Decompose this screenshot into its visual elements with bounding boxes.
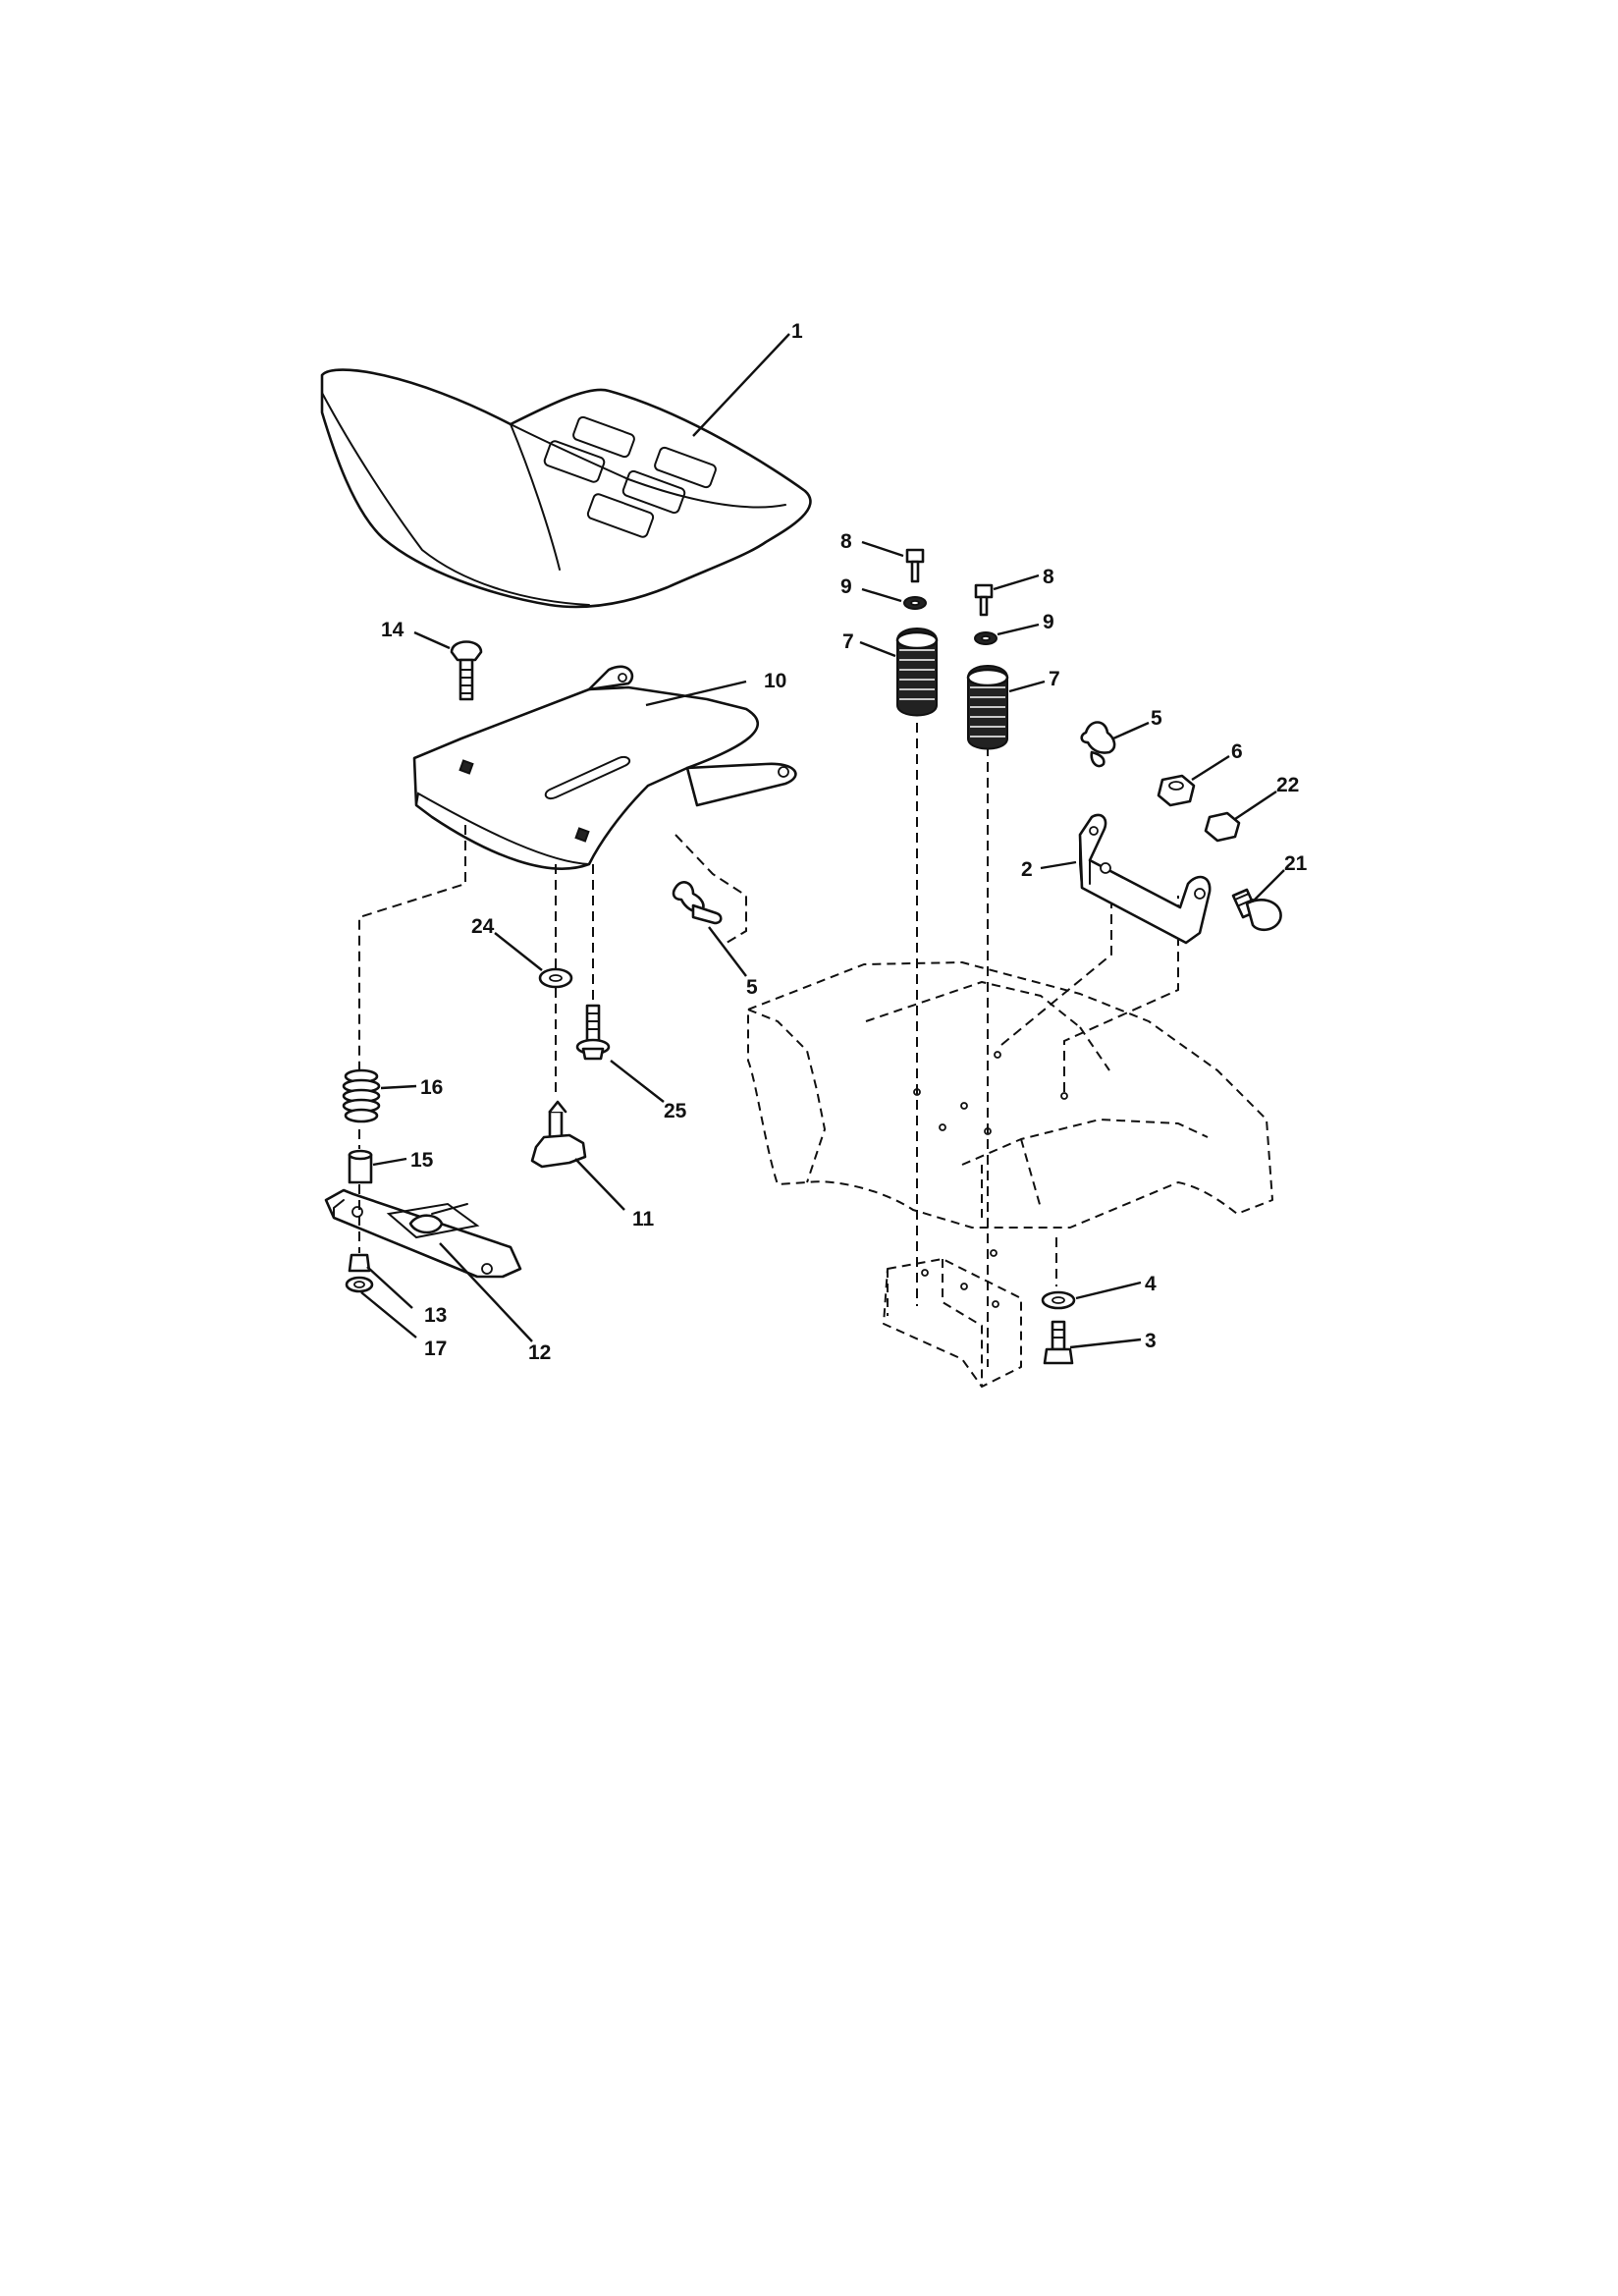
callout-11: 11 [632,1208,655,1230]
callout-21: 21 [1284,852,1308,875]
washer-part-9-right [974,623,1040,645]
callout-16: 16 [420,1076,443,1099]
callout-5-right: 5 [1151,707,1162,730]
callout-3: 3 [1145,1330,1157,1352]
callout-8-right: 8 [1043,566,1054,588]
nut-part-6 [1157,754,1230,807]
bolt-part-8-left [861,540,925,583]
bolt-part-3 [1043,1320,1142,1365]
bracket-part-2 [1040,813,1212,945]
nut-part-13 [348,1253,413,1309]
callout-5-left: 5 [746,976,758,999]
seat-pan-part-10 [412,665,797,870]
assembly-line-left-spring [358,825,466,1070]
clamp-part-5-left [672,834,747,977]
callout-6: 6 [1231,740,1243,763]
callout-14: 14 [381,619,404,641]
bumper-part-7-right [966,665,1046,750]
callout-1: 1 [791,320,803,343]
bumper-part-7-left [859,628,939,717]
seat-part-1 [320,333,812,609]
callout-7-left: 7 [842,630,854,653]
callout-9-left: 9 [840,575,852,598]
bolt-part-8-right [974,574,1040,617]
lower-frame-bracket [883,1258,1022,1388]
callout-12: 12 [528,1341,551,1364]
knob-part-11 [530,1100,625,1211]
washer-part-9-left [861,587,927,610]
callout-15: 15 [410,1149,434,1172]
assembly-line-bracket-b [1063,896,1179,1092]
washer-part-4 [1041,1281,1142,1310]
callout-8-left: 8 [840,530,852,553]
callout-17: 17 [424,1338,447,1360]
callout-9-right: 9 [1043,611,1054,633]
nut-part-22 [1204,791,1277,843]
fender-frame [747,961,1273,1229]
spacer-part-15 [348,1149,407,1184]
spring-part-16 [342,1068,417,1123]
callout-22: 22 [1276,774,1299,796]
callout-13: 13 [424,1304,447,1327]
callout-10: 10 [764,670,786,692]
callout-7-right: 7 [1049,668,1060,690]
washer-part-24 [494,932,573,989]
flange-bolt-part-25 [575,1004,665,1103]
clamp-part-5-right [1080,721,1150,768]
carriage-bolt-part-14 [413,630,483,701]
callout-24: 24 [471,915,495,938]
washer-part-17 [345,1276,417,1339]
bolt-part-21 [1231,869,1285,932]
callout-2: 2 [1021,858,1033,881]
callout-25: 25 [664,1100,687,1122]
adjuster-plate-part-12 [324,1188,533,1342]
callout-4: 4 [1145,1273,1157,1295]
